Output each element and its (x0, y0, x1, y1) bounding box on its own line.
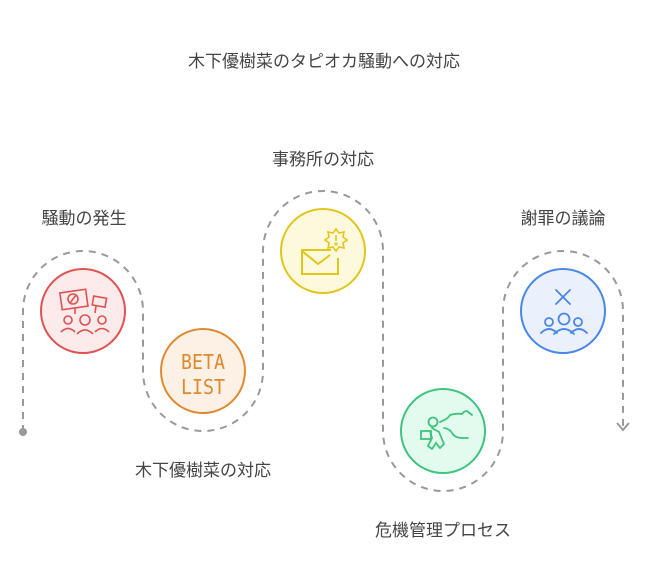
step-node-1 (40, 268, 126, 354)
start-dot (19, 428, 27, 436)
mail-alert-icon (301, 227, 349, 275)
step-label-4: 危機管理プロセス (375, 521, 511, 541)
protest-crowd-icon (58, 288, 110, 335)
svg-text:BETA: BETA (181, 350, 225, 374)
step-node-5 (520, 268, 606, 354)
svg-text:LIST: LIST (181, 375, 225, 399)
beta-list-icon: BETA LIST (181, 350, 225, 399)
group-cross-icon (540, 289, 588, 335)
running-person-icon (420, 410, 473, 451)
diagram-title: 木下優樹菜のタピオカ騒動への対応 (188, 52, 460, 72)
dashed-path (22, 190, 624, 492)
step-label-1: 騒動の発生 (41, 209, 127, 229)
step-node-2: BETA LIST (160, 328, 246, 414)
step-node-4 (400, 388, 486, 474)
arrowhead-icon (616, 422, 630, 432)
step-label-3: 事務所の対応 (272, 150, 374, 170)
step-label-5: 謝罪の議論 (520, 209, 606, 229)
step-label-2: 木下優樹菜の対応 (135, 461, 271, 481)
step-node-3 (280, 208, 366, 294)
